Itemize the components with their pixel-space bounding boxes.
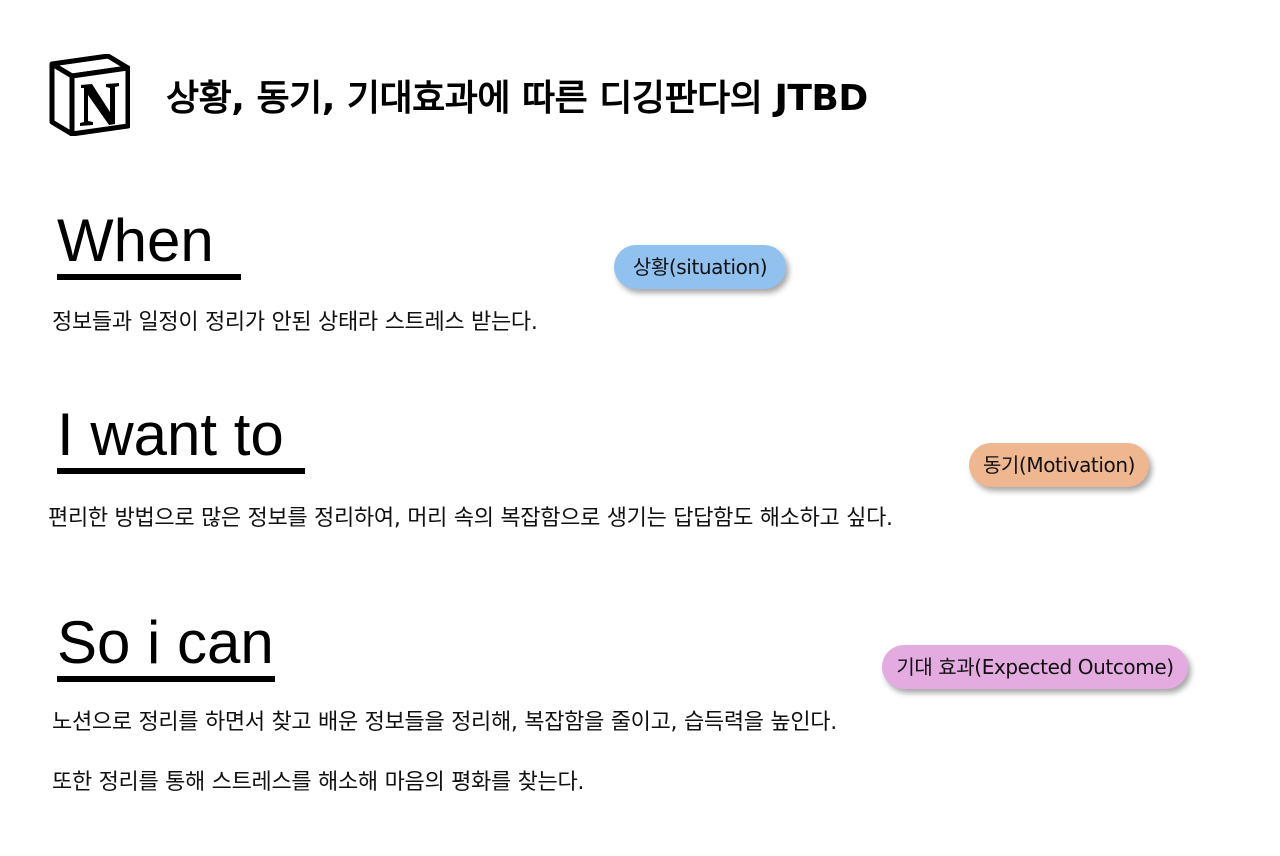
motivation-badge: 동기(Motivation) (969, 443, 1149, 487)
page-title: 상황, 동기, 기대효과에 따른 디깅판다의 JTBD (166, 78, 868, 119)
section-heading-want-to: I want to (57, 404, 305, 474)
so-i-can-text-1: 노션으로 정리를 하면서 찾고 배운 정보들을 정리해, 복잡함을 줄이고, 습… (52, 710, 837, 735)
notion-logo-icon (48, 53, 131, 137)
when-text: 정보들과 일정이 정리가 안된 상태라 스트레스 받는다. (52, 310, 538, 335)
expected-outcome-badge: 기대 효과(Expected Outcome) (882, 645, 1188, 689)
want-to-text: 편리한 방법으로 많은 정보를 정리하여, 머리 속의 복잡함으로 생기는 답답… (48, 506, 893, 531)
so-i-can-text-2: 또한 정리를 통해 스트레스를 해소해 마음의 평화를 찾는다. (52, 770, 585, 795)
section-heading-so-i-can: So i can (57, 612, 275, 682)
section-heading-when: When (57, 210, 241, 280)
situation-badge: 상황(situation) (614, 245, 786, 289)
